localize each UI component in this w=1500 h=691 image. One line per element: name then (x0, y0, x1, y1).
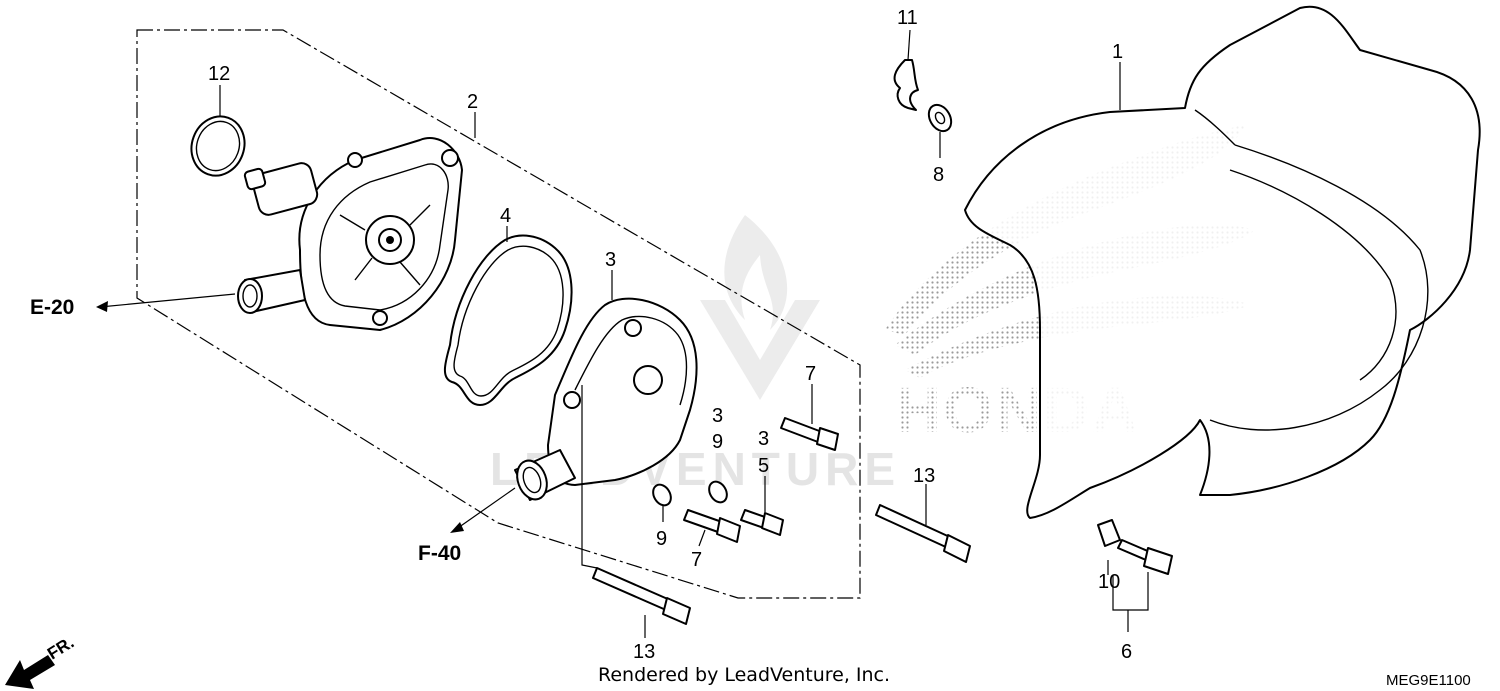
reference-e20[interactable]: E-20 (30, 296, 74, 319)
callout-2: 2 (467, 91, 478, 113)
front-arrow-icon (5, 655, 55, 689)
front-direction-indicator: FR. (5, 633, 77, 689)
water-pump-2 (237, 137, 463, 331)
gasket-4 (444, 234, 573, 406)
arrow-e20-icon (96, 301, 108, 312)
side-cover-1 (964, 5, 1481, 519)
clip-11 (893, 59, 919, 111)
callout-3-cover: 3 (605, 249, 616, 271)
diagram-code: MEG9E1100 (1386, 672, 1471, 689)
callout-9-lower: 9 (656, 528, 667, 550)
assembly-boundary (136, 29, 861, 599)
callout-8: 8 (933, 164, 944, 186)
callout-3-mid: 3 (712, 405, 723, 427)
o-ring-12 (190, 115, 246, 177)
bolt-5 (740, 509, 784, 536)
callout-9-mid: 9 (712, 431, 723, 453)
callout-6: 6 (1121, 641, 1132, 663)
callout-5: 5 (758, 455, 769, 477)
callout-7-lower: 7 (691, 549, 702, 571)
washer-9-right (708, 480, 728, 504)
callout-10: 10 (1098, 571, 1120, 593)
callout-1: 1 (1112, 41, 1123, 63)
bolt-6 (1117, 539, 1173, 575)
callout-13-lower: 13 (633, 641, 655, 663)
pump-cover-3 (514, 297, 698, 501)
callout-11: 11 (897, 7, 918, 29)
callout-7-upper: 7 (805, 363, 816, 385)
bolt-13-center (875, 504, 971, 563)
leader-lines (99, 29, 1149, 638)
arrow-f40-icon (450, 522, 464, 533)
callout-13-center: 13 (913, 465, 935, 487)
callout-12: 12 (208, 63, 230, 85)
callout-3-right: 3 (758, 428, 769, 450)
washer-9-left (652, 483, 672, 507)
reference-f40[interactable]: F-40 (418, 542, 461, 565)
bolt-10 (1097, 519, 1121, 547)
bolt-7-upper (780, 417, 839, 451)
bolt-13-lower (592, 567, 691, 625)
callout-4: 4 (500, 205, 511, 227)
render-credit: Rendered by LeadVenture, Inc. (598, 664, 890, 686)
bolt-7-lower (683, 509, 741, 543)
washer-8 (927, 103, 953, 133)
